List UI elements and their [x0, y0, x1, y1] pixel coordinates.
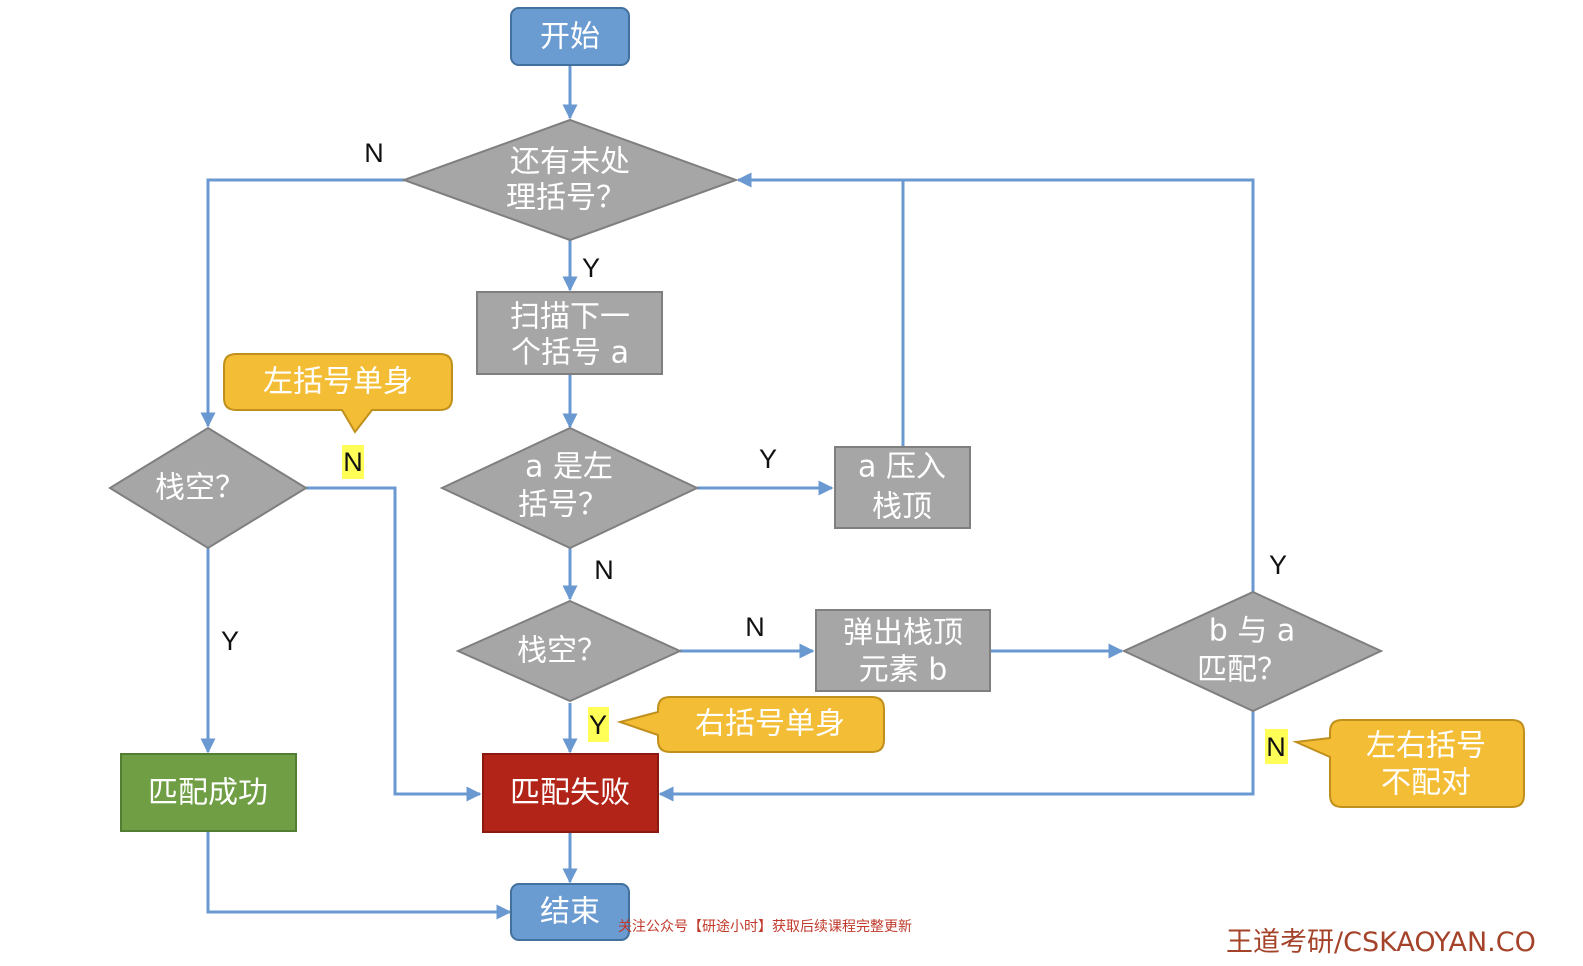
svg-text:匹配？: 匹配？ — [1197, 653, 1287, 688]
label-final-empty-no: N — [343, 447, 363, 477]
brand-logo-text: 王道考研/CSKAOYAN.CO — [1226, 927, 1536, 958]
terminal-match-success: 匹配成功 — [120, 753, 297, 832]
svg-text:理括号？: 理括号？ — [506, 181, 626, 216]
callout-right-bracket-alone: 右括号单身 — [616, 696, 885, 753]
callout-brackets-mismatch: 左右括号 不配对 — [1292, 719, 1525, 808]
edge-match-yes-back-to-remaining — [903, 178, 1255, 592]
label-stack-empty-no: N — [745, 612, 765, 642]
node-start: 开始 — [510, 7, 630, 66]
process-pop-top-element: 弹出栈顶 元素 b — [815, 609, 991, 692]
decision-remaining-brackets: 还有未处 理括号？ — [401, 118, 739, 242]
svg-text:括号？: 括号？ — [518, 488, 608, 523]
label-remaining-yes: Y — [582, 253, 600, 283]
edge-success-to-end — [206, 832, 512, 920]
process-scan-next-bracket: 扫描下一 个括号 a — [476, 291, 663, 375]
svg-text:还有未处: 还有未处 — [510, 145, 630, 180]
svg-text:a 压入: a 压入 — [858, 450, 946, 485]
label-match-yes: Y — [1269, 550, 1287, 580]
svg-text:栈空？: 栈空？ — [517, 634, 607, 669]
svg-text:元素 b: 元素 b — [859, 653, 948, 688]
edge-remaining-no-to-stack-empty — [200, 178, 406, 428]
connectors — [200, 66, 1255, 920]
decision-stack-empty-final: 栈空？ — [108, 426, 308, 550]
svg-text:栈顶: 栈顶 — [872, 490, 932, 525]
decision-brackets-match: b 与 a 匹配？ — [1121, 590, 1384, 713]
label-stack-empty-yes: Y — [589, 710, 607, 740]
node-end: 结束 — [510, 883, 630, 941]
svg-text:b 与 a: b 与 a — [1209, 614, 1296, 649]
decision-stack-empty-right: 栈空？ — [455, 599, 683, 703]
label-remaining-no: N — [364, 138, 384, 168]
edge-push-back-to-remaining — [736, 172, 905, 446]
footer-note: 关注公众号【研途小时】获取后续课程完整更新 — [618, 919, 912, 935]
svg-text:左右括号: 左右括号 — [1366, 729, 1486, 764]
edge-match-no-to-fail — [658, 711, 1255, 802]
svg-text:扫描下一: 扫描下一 — [510, 300, 630, 335]
callout-left-bracket-alone: 左括号单身 — [223, 353, 453, 434]
highlight-match-no — [1265, 729, 1288, 764]
label-is-left-no: N — [594, 555, 614, 585]
process-push-to-stack: a 压入 栈顶 — [834, 446, 971, 529]
svg-text:不配对: 不配对 — [1381, 766, 1471, 801]
edge-labels: N Y Y N N Y Y N Y N — [221, 138, 1288, 764]
svg-text:开始: 开始 — [540, 20, 600, 55]
svg-text:右括号单身: 右括号单身 — [695, 707, 845, 742]
svg-text:左括号单身: 左括号单身 — [263, 365, 413, 400]
svg-text:匹配失败: 匹配失败 — [510, 776, 630, 811]
decision-is-left-bracket: a 是左 括号？ — [439, 426, 700, 550]
svg-text:结束: 结束 — [540, 895, 600, 930]
edge-left-empty-no-to-fail — [306, 486, 482, 802]
svg-text:弹出栈顶: 弹出栈顶 — [843, 616, 963, 651]
highlight-stack-empty-yes — [588, 707, 609, 742]
svg-text:a 是左: a 是左 — [525, 450, 613, 485]
label-final-empty-yes: Y — [221, 626, 239, 656]
label-match-no: N — [1266, 732, 1286, 762]
svg-text:栈空？: 栈空？ — [155, 471, 245, 506]
svg-text:匹配成功: 匹配成功 — [148, 776, 268, 811]
highlight-final-empty-no — [342, 445, 364, 479]
svg-text:个括号 a: 个括号 a — [511, 336, 629, 371]
label-is-left-yes: Y — [759, 444, 777, 474]
terminal-match-fail: 匹配失败 — [482, 753, 659, 833]
